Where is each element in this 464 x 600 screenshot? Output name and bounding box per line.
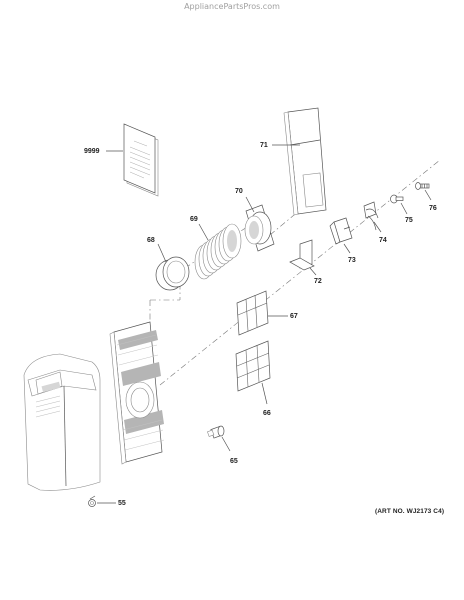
callout-66: 66 [263,410,271,417]
art-number: (ART NO. WJ2173 C4) [375,508,445,515]
leader-76 [424,189,432,201]
screw [390,194,404,204]
drain-plug [207,425,225,439]
watermark: AppliancePartsPros.com [184,2,280,11]
callout-65: 65 [230,458,238,465]
callout-75: 75 [405,217,413,224]
callout-72: 72 [314,278,322,285]
exhaust-hose [194,223,242,280]
callout-9999: 9999 [84,148,100,155]
exhaust-adapter [244,204,275,252]
callout-74: 74 [379,237,387,244]
leader-75 [400,202,408,215]
air-conditioner-unit [23,353,101,491]
leader-65 [221,436,231,452]
callout-73: 73 [348,257,356,264]
hose-connector-ring [155,256,190,291]
window-panel [283,107,327,216]
upper-air-filter [236,290,269,336]
leader-70 [245,196,255,213]
callout-76: 76 [429,205,437,212]
mounting-bracket [289,239,315,271]
clip-bracket [329,217,353,245]
leader-69 [198,223,209,241]
callout-70: 70 [235,188,243,195]
callout-71: 71 [260,142,268,149]
leader-68 [157,243,167,263]
leader-73 [343,243,351,254]
rear-panel [109,321,165,465]
owners-manual [123,123,159,197]
leader-66 [261,382,268,405]
callout-55: 55 [118,500,126,507]
latch [363,201,379,231]
callout-68: 68 [147,237,155,244]
caster-wheel [88,495,96,507]
lower-air-filter [235,340,271,392]
screw-2 [415,182,430,190]
leader-72 [309,267,317,276]
leader-74 [373,221,382,233]
callout-67: 67 [290,313,298,320]
callout-69: 69 [190,216,198,223]
